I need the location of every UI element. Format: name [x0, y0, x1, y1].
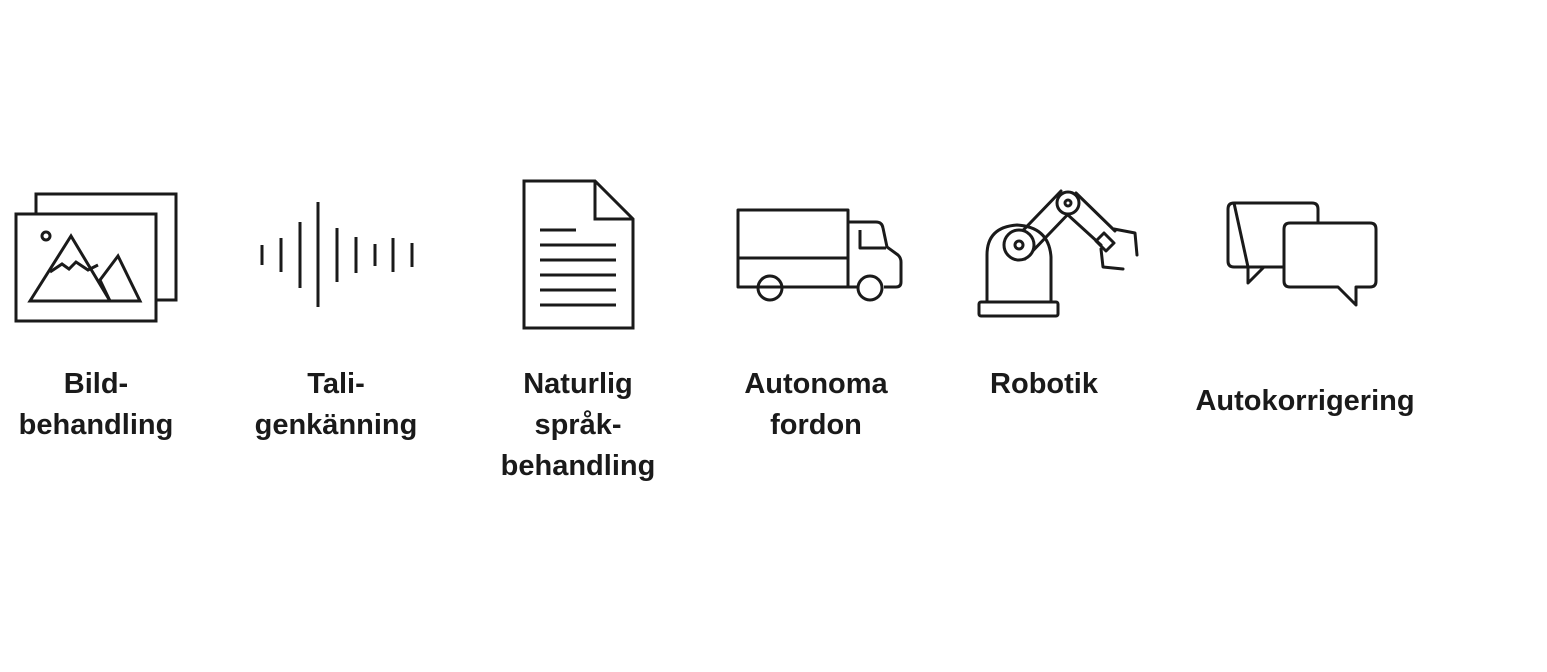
sound-wave-icon	[256, 200, 420, 310]
label-natural-language-processing: Naturlig språk- behandling	[500, 368, 656, 482]
label-autonomous-vehicles: Autonoma fordon	[744, 368, 888, 441]
document-icon	[522, 179, 636, 331]
image-gallery-icon	[14, 192, 180, 324]
truck-icon	[736, 208, 904, 304]
label-robotics: Robotik	[990, 368, 1098, 400]
label-autocorrection: Autokorrigering	[1195, 385, 1415, 417]
label-image-processing: Bild- behandling	[18, 368, 174, 441]
label-speech-recognition: Tali- genkänning	[254, 368, 418, 441]
chat-bubbles-icon	[1226, 201, 1380, 309]
robot-arm-icon	[977, 189, 1145, 319]
